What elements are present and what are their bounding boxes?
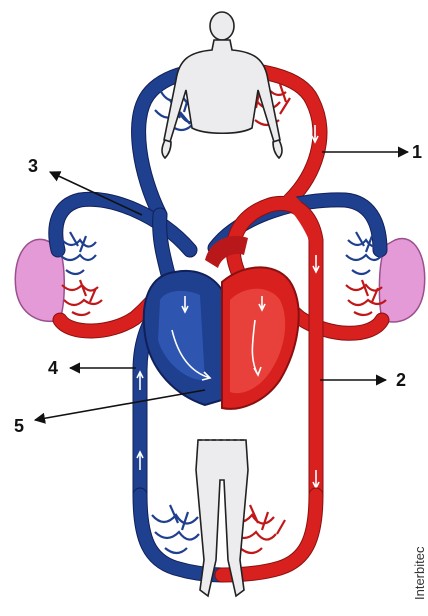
label-4: 4 xyxy=(48,358,58,378)
watermark: Interbitec xyxy=(412,546,427,600)
lower-body-circulation xyxy=(140,440,316,596)
pointer-5 xyxy=(35,390,205,420)
label-3: 3 xyxy=(28,156,38,176)
label-5: 5 xyxy=(14,416,24,436)
left-lung-capillaries xyxy=(60,232,102,315)
upper-body-figure xyxy=(162,12,282,158)
label-1: 1 xyxy=(412,142,422,162)
label-2: 2 xyxy=(396,370,406,390)
upper-flow-arrow-left xyxy=(150,122,156,140)
upper-body-circulation xyxy=(139,12,320,215)
